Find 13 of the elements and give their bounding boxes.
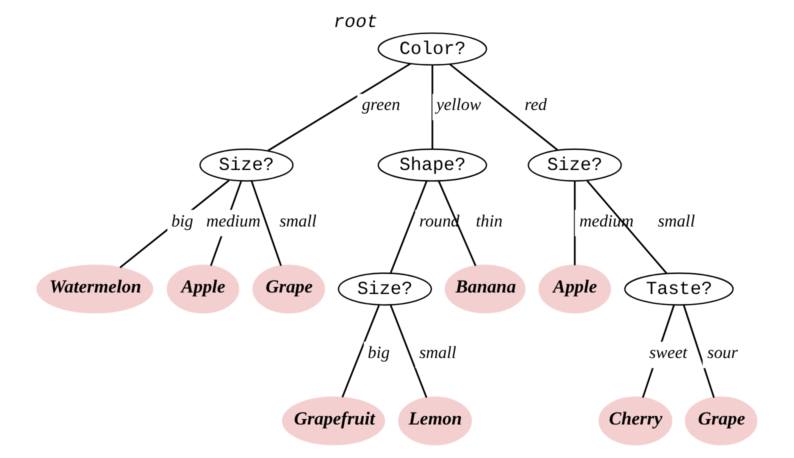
edge-label: big	[171, 211, 194, 230]
edge-label: small	[279, 211, 317, 230]
node-label: root	[333, 12, 378, 33]
edge-label: medium	[206, 211, 260, 230]
edge-label: thin	[476, 211, 503, 230]
edge-label: sour	[707, 343, 738, 362]
edge-label: green	[362, 95, 400, 114]
edge-label: yellow	[436, 95, 482, 114]
edge-label: small	[419, 343, 456, 362]
edge-label: big	[368, 343, 390, 362]
edge-label: small	[658, 211, 695, 230]
edge-label: sweet	[649, 343, 688, 362]
edge-label: red	[524, 95, 547, 114]
